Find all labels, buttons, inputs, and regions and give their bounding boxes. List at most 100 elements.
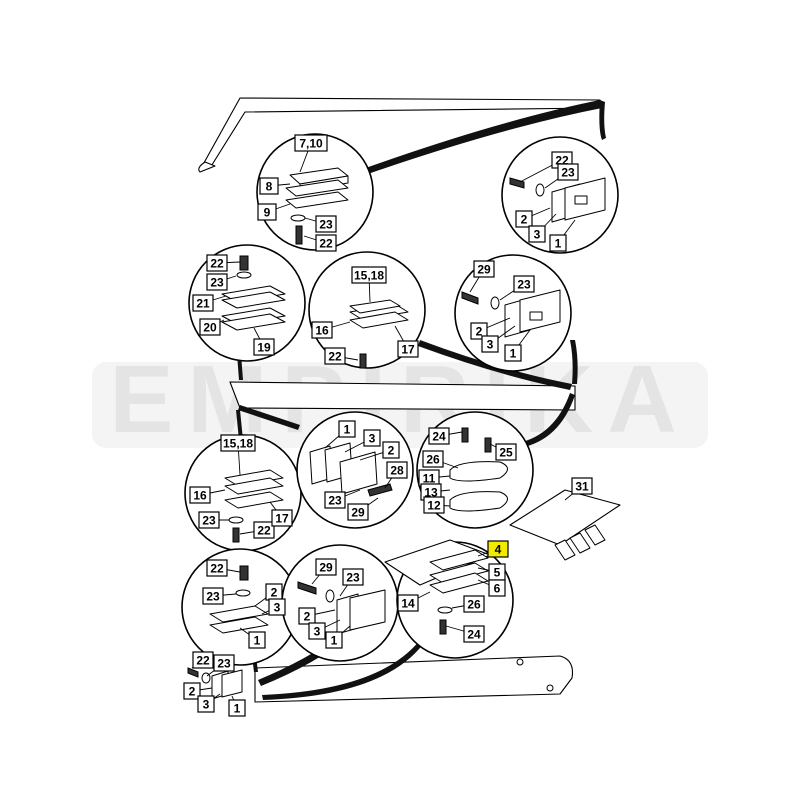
detail-i <box>509 489 621 561</box>
callout-j-22: 22 <box>206 559 241 577</box>
callout-box <box>298 607 316 625</box>
callout-number: 3 <box>369 432 376 446</box>
callout-box <box>495 443 517 461</box>
callout-number: 23 <box>202 514 216 528</box>
callout-number: 17 <box>401 343 415 357</box>
callout-box <box>206 254 228 272</box>
callout-number: 23 <box>346 571 360 585</box>
callout-g-28: 28 <box>384 461 408 489</box>
callout-box <box>347 503 369 521</box>
callout-box <box>549 234 567 252</box>
callout-number: 24 <box>432 430 446 444</box>
callout-m-2: 2 <box>183 682 213 700</box>
callout-number: 8 <box>266 180 273 194</box>
callout-g-2: 2 <box>359 441 400 461</box>
callout-number: 2 <box>521 213 528 227</box>
callout-box <box>528 225 546 243</box>
callout-d-1518: 15,18 <box>351 266 387 303</box>
callout-number: 2 <box>304 610 311 624</box>
callout-number: 23 <box>206 590 220 604</box>
callout-j-3: 3 <box>261 598 286 616</box>
callout-a-22: 22 <box>303 234 337 252</box>
callout-number: 22 <box>328 350 342 364</box>
callout-number: 26 <box>467 598 481 612</box>
callout-b-1: 1 <box>549 219 576 252</box>
callout-c-22: 22 <box>206 254 241 272</box>
callout-e-29: 29 <box>469 260 495 293</box>
callout-l-24: 24 <box>445 625 485 643</box>
callout-number: 22 <box>210 562 224 576</box>
callout-box <box>463 625 485 643</box>
callout-box <box>228 699 246 717</box>
callout-number: 22 <box>196 654 210 668</box>
callout-g-29: 29 <box>347 497 379 521</box>
callout-number: 3 <box>314 625 321 639</box>
callout-box <box>192 651 214 669</box>
callout-e-23: 23 <box>499 275 535 301</box>
callout-h-13: 13 <box>420 483 451 501</box>
callout-box <box>259 177 279 195</box>
callout-box <box>504 344 522 362</box>
callout-number: 2 <box>271 586 278 600</box>
callout-box <box>220 434 256 452</box>
callout-box <box>192 294 214 312</box>
callout-box <box>325 631 343 649</box>
callout-box <box>513 275 535 293</box>
callout-e-1: 1 <box>504 329 531 362</box>
callout-c-23: 23 <box>206 273 237 291</box>
callout-number: 5 <box>494 566 501 580</box>
callout-number: 3 <box>203 698 210 712</box>
callout-box <box>428 427 450 445</box>
detail-m <box>187 667 243 700</box>
callout-box <box>571 477 593 495</box>
callout-box <box>213 654 235 672</box>
callout-number: 2 <box>388 444 395 458</box>
callout-c-20: 20 <box>199 318 225 336</box>
callout-g-1: 1 <box>324 420 356 449</box>
highlighted-callout-box <box>487 540 509 558</box>
callout-e-3: 3 <box>481 325 516 353</box>
callout-box <box>183 682 201 700</box>
callout-box <box>308 622 326 640</box>
callout-number: 2 <box>476 325 483 339</box>
callout-box <box>422 450 444 468</box>
callout-f-23: 23 <box>198 511 229 529</box>
callout-box <box>271 509 293 527</box>
callout-l-4: 4 <box>477 540 509 558</box>
callout-k-23: 23 <box>339 568 364 597</box>
callout-box <box>481 335 499 353</box>
callout-h-24: 24 <box>428 427 463 445</box>
callout-box <box>197 695 215 713</box>
callout-box <box>268 598 286 616</box>
callout-a-23: 23 <box>304 215 337 233</box>
callout-d-17: 17 <box>394 325 419 358</box>
callout-number: 22 <box>257 524 271 538</box>
callout-number: 3 <box>487 338 494 352</box>
callout-box <box>386 461 408 479</box>
callout-b-2: 2 <box>515 207 551 228</box>
callout-m-3: 3 <box>197 693 221 713</box>
callout-b-3: 3 <box>528 213 557 243</box>
callout-box <box>363 429 381 447</box>
callout-box <box>324 347 346 365</box>
callout-c-21: 21 <box>192 294 227 312</box>
callout-box <box>473 260 495 278</box>
callout-k-1: 1 <box>325 625 351 649</box>
callout-number: 3 <box>534 228 541 242</box>
callout-number: 13 <box>424 486 438 500</box>
callout-number: 23 <box>217 657 231 671</box>
callout-number: 23 <box>319 218 333 232</box>
callout-box <box>315 234 337 252</box>
callout-number: 23 <box>517 278 531 292</box>
callout-number: 22 <box>210 257 224 271</box>
callout-box <box>342 568 364 586</box>
callout-number: 7,10 <box>299 137 323 151</box>
callout-box <box>488 579 506 597</box>
callout-number: 9 <box>264 206 271 220</box>
callout-d-22: 22 <box>324 347 359 365</box>
callout-box <box>397 594 419 612</box>
callout-number: 23 <box>561 166 575 180</box>
callout-number: 29 <box>477 263 491 277</box>
callout-number: 22 <box>319 237 333 251</box>
callout-box <box>202 587 224 605</box>
